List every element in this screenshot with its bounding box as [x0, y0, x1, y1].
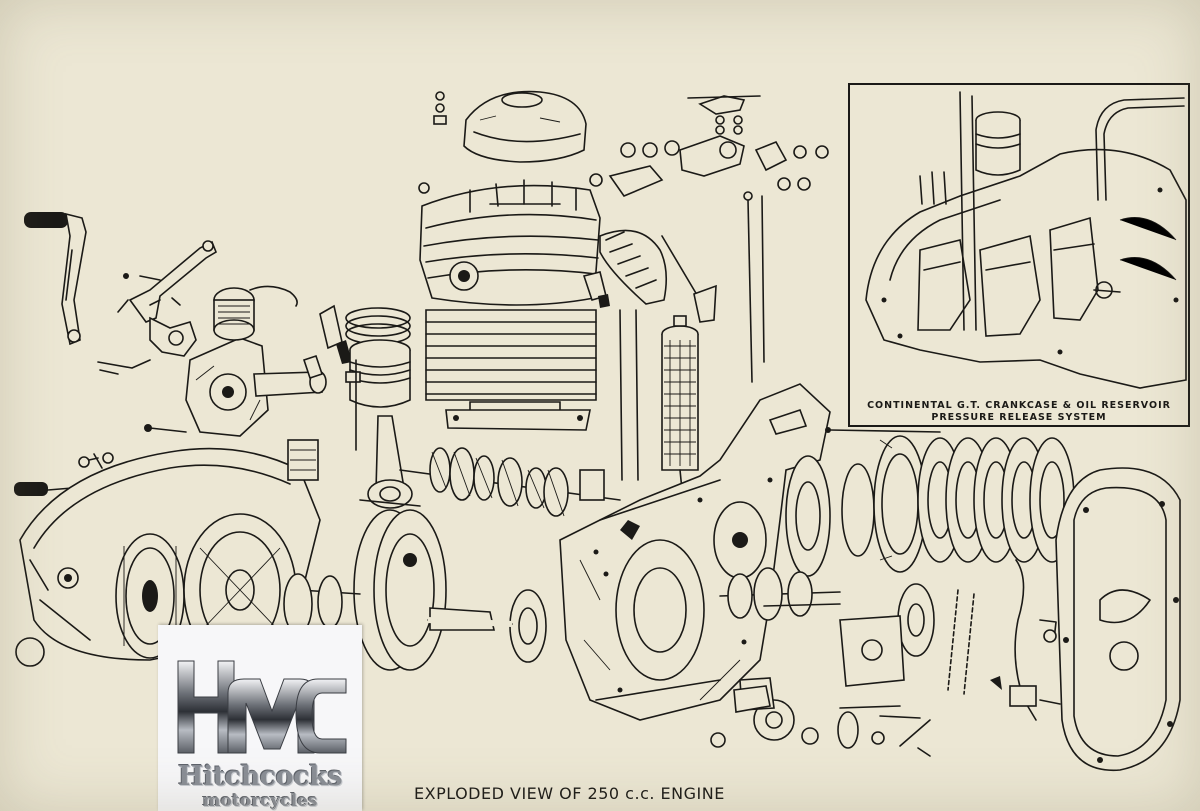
- main-bearings: [283, 573, 547, 663]
- gearbox-clusters: [359, 447, 621, 517]
- stator-wiring: [1009, 559, 1057, 721]
- cylinder-barrel: [425, 309, 597, 431]
- oil-filter-element: [661, 315, 699, 511]
- inset-frame: [848, 83, 1190, 427]
- diagram-title: EXPLODED VIEW OF 250 c.c. ENGINE: [414, 784, 725, 803]
- small-fasteners-bottom: [710, 676, 1061, 748]
- primary-chain: [947, 589, 975, 695]
- kickstart-lever: [24, 212, 87, 346]
- cylinder-head: [419, 179, 601, 306]
- connecting-rod: [367, 415, 413, 509]
- hmc-monogram-logo: [177, 660, 347, 754]
- sprockets: [753, 583, 935, 749]
- gear-selector-lever: [117, 240, 217, 357]
- primary-chaincase-cover: [1055, 467, 1181, 772]
- dealer-name: Hitchcocks: [177, 761, 343, 792]
- pushrods: [619, 191, 765, 481]
- valve: [661, 235, 717, 323]
- dealer-subtitle: motorcycles: [202, 791, 318, 811]
- valve-spring: [599, 229, 668, 305]
- inset-caption-line1: CONTINENTAL G.T. CRANKCASE & OIL RESERVO…: [867, 400, 1171, 411]
- rocker-assembly: [608, 95, 788, 197]
- piston-rings: [345, 307, 411, 345]
- inset-caption: CONTINENTAL G.T. CRANKCASE & OIL RESERVO…: [850, 400, 1188, 424]
- clutch-chainwheel: [785, 435, 927, 577]
- rocker-cover: [463, 90, 587, 163]
- inset-crankcase-drawing: [865, 91, 1187, 389]
- tappet-plugs: [302, 304, 352, 380]
- oil-pump: [287, 439, 319, 481]
- piston: [345, 339, 411, 451]
- inset-caption-line2: PRESSURE RELEASE SYSTEM: [931, 412, 1107, 423]
- cover-bolts: [418, 91, 447, 194]
- dealer-logo-card: Hitchcocks motorcycles: [158, 625, 362, 811]
- long-through-bolts: [763, 427, 941, 757]
- clutch-cable-wire: [97, 285, 298, 369]
- rocker-washers: [589, 115, 829, 191]
- tappets: [582, 271, 610, 308]
- oil-filter-sleeve: [213, 287, 255, 341]
